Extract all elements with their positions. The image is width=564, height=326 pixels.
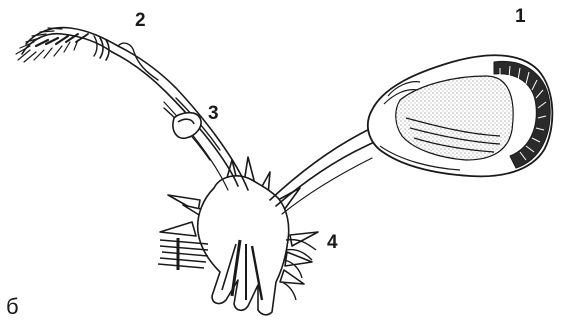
ciliated-brush-tip [16, 28, 158, 80]
label-1: 1 [515, 7, 526, 26]
label-2: 2 [135, 11, 146, 30]
panel-letter: б [6, 296, 19, 318]
label-3: 3 [208, 104, 219, 123]
label-4: 4 [327, 233, 338, 252]
bulbous-tip [368, 55, 553, 176]
left-fibre-bundle [158, 238, 208, 270]
annular-band [173, 113, 201, 139]
cell-body [160, 157, 318, 315]
